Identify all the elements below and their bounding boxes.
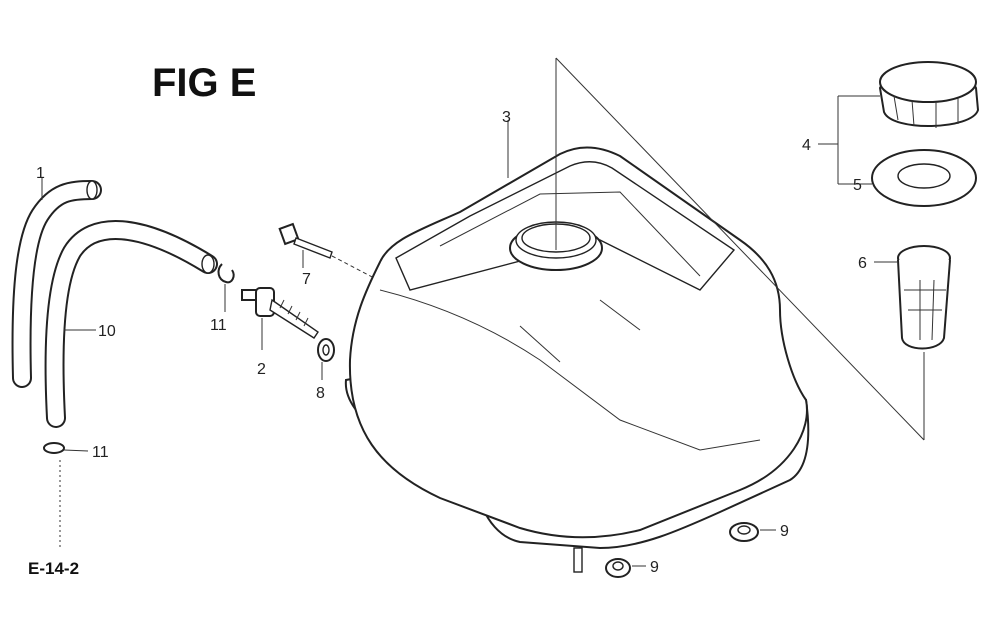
callout-8: 8 xyxy=(316,385,325,402)
hose-clip-part-11-lower xyxy=(43,442,89,454)
callout-9-right: 9 xyxy=(780,523,789,540)
callout-7: 7 xyxy=(302,271,311,288)
callout-9-lower: 9 xyxy=(650,559,659,576)
callout-1: 1 xyxy=(36,165,45,182)
fuel-hose-part-10 xyxy=(44,220,218,428)
fuel-cap-part-4 xyxy=(878,61,980,128)
fuel-hose-part-1 xyxy=(11,180,102,388)
callout-3: 3 xyxy=(502,109,511,126)
callout-2: 2 xyxy=(257,361,266,378)
callout-11-lower: 11 xyxy=(92,444,109,461)
grommet-part-9-lower xyxy=(605,558,646,578)
assembly-guide-lines xyxy=(555,57,925,441)
cap-seal-part-5 xyxy=(871,149,977,207)
washer-part-8 xyxy=(317,338,335,380)
hose-clip-part-11-upper xyxy=(217,263,235,312)
page-reference: E-14-2 xyxy=(28,559,79,578)
fuel-tank-part-3 xyxy=(344,120,810,573)
fuel-cock-part-2 xyxy=(241,287,319,350)
callout-10: 10 xyxy=(98,323,116,340)
figure-title: FIG E xyxy=(152,61,256,105)
callout-4: 4 xyxy=(802,137,811,154)
grommet-part-9-right xyxy=(729,522,776,542)
leader-lines xyxy=(41,95,898,548)
fuel-strainer-part-6 xyxy=(897,245,951,440)
callout-5: 5 xyxy=(853,177,862,194)
callout-6: 6 xyxy=(858,255,867,272)
bolt-part-7 xyxy=(278,222,379,281)
callout-11-upper: 11 xyxy=(210,317,227,334)
